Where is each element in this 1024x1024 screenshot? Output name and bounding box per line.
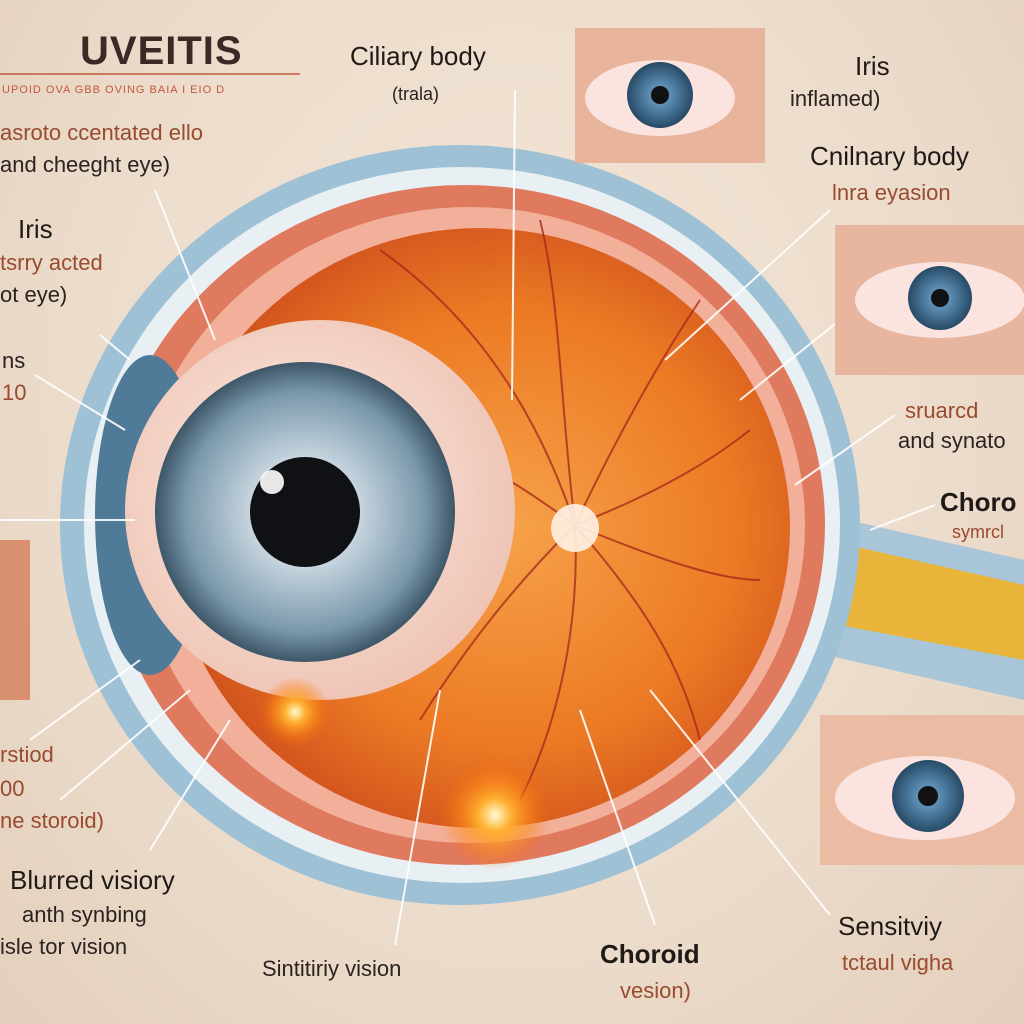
label-iris-left-sub1: tsrry acted [0, 250, 103, 275]
inflammation-spot [260, 677, 330, 747]
intro-line2: and cheeght eye) [0, 152, 171, 177]
retinal-vessels [359, 219, 761, 801]
thumbnail-eye-left [0, 540, 30, 700]
leader-lines [0, 89, 936, 946]
thumbnail-eye-2 [835, 225, 1024, 375]
label-iris-right: Iris [855, 51, 890, 81]
label-sensitivity: Sensitviy [838, 911, 943, 941]
label-ciliary-body-right-sub: lnra eyasion [832, 180, 951, 205]
label-iris-left-sub2: ot eye) [0, 282, 68, 307]
label-bottom-center: Sintitiriy vision [262, 956, 402, 981]
page-title: UVEITIS [80, 29, 243, 73]
label-choroid-bottom: Choroid [600, 939, 700, 969]
label-left-low-3: ne storoid) [0, 808, 104, 833]
label-right-mid-1: sruarcd [905, 398, 979, 423]
label-right-mid-2: and synato [898, 428, 1006, 453]
label-ciliary-body-top: Ciliary body [350, 41, 486, 71]
label-iris-right-sub: inflamed) [790, 86, 881, 111]
label-choroid-bottom-sub: vesion) [620, 978, 691, 1003]
label-iris-left: Iris [18, 214, 53, 244]
label-choroid-right-sub: symrcl [952, 522, 1004, 542]
intro-line1: asroto ccentated ello [0, 120, 204, 145]
inflammation-spot [440, 760, 550, 870]
label-blurred-vision: Blurred visiory [10, 865, 175, 895]
optic-disc [551, 504, 599, 552]
label-choroid-right: Choro [940, 487, 1017, 517]
label-sensitivity-sub: tctaul vigha [842, 950, 954, 975]
label-blurred-vision-3: isle tor vision [0, 934, 128, 959]
thumbnail-eye-1 [575, 28, 765, 163]
thumbnail-eye-3 [820, 715, 1024, 865]
label-left-mid-sub: 10 [2, 380, 27, 405]
label-ciliary-body-right: Cnilnary body [810, 141, 969, 171]
label-left-mid: ns [2, 348, 26, 373]
label-left-low-1: rstiod [0, 742, 54, 767]
subtitle: UPOID OVA GBB OVING BAIA I EIO D [2, 84, 226, 96]
label-ciliary-body-top-sub: (trala) [392, 84, 440, 104]
label-blurred-vision-2: anth synbing [22, 902, 147, 927]
label-left-low-2: 00 [0, 776, 25, 801]
